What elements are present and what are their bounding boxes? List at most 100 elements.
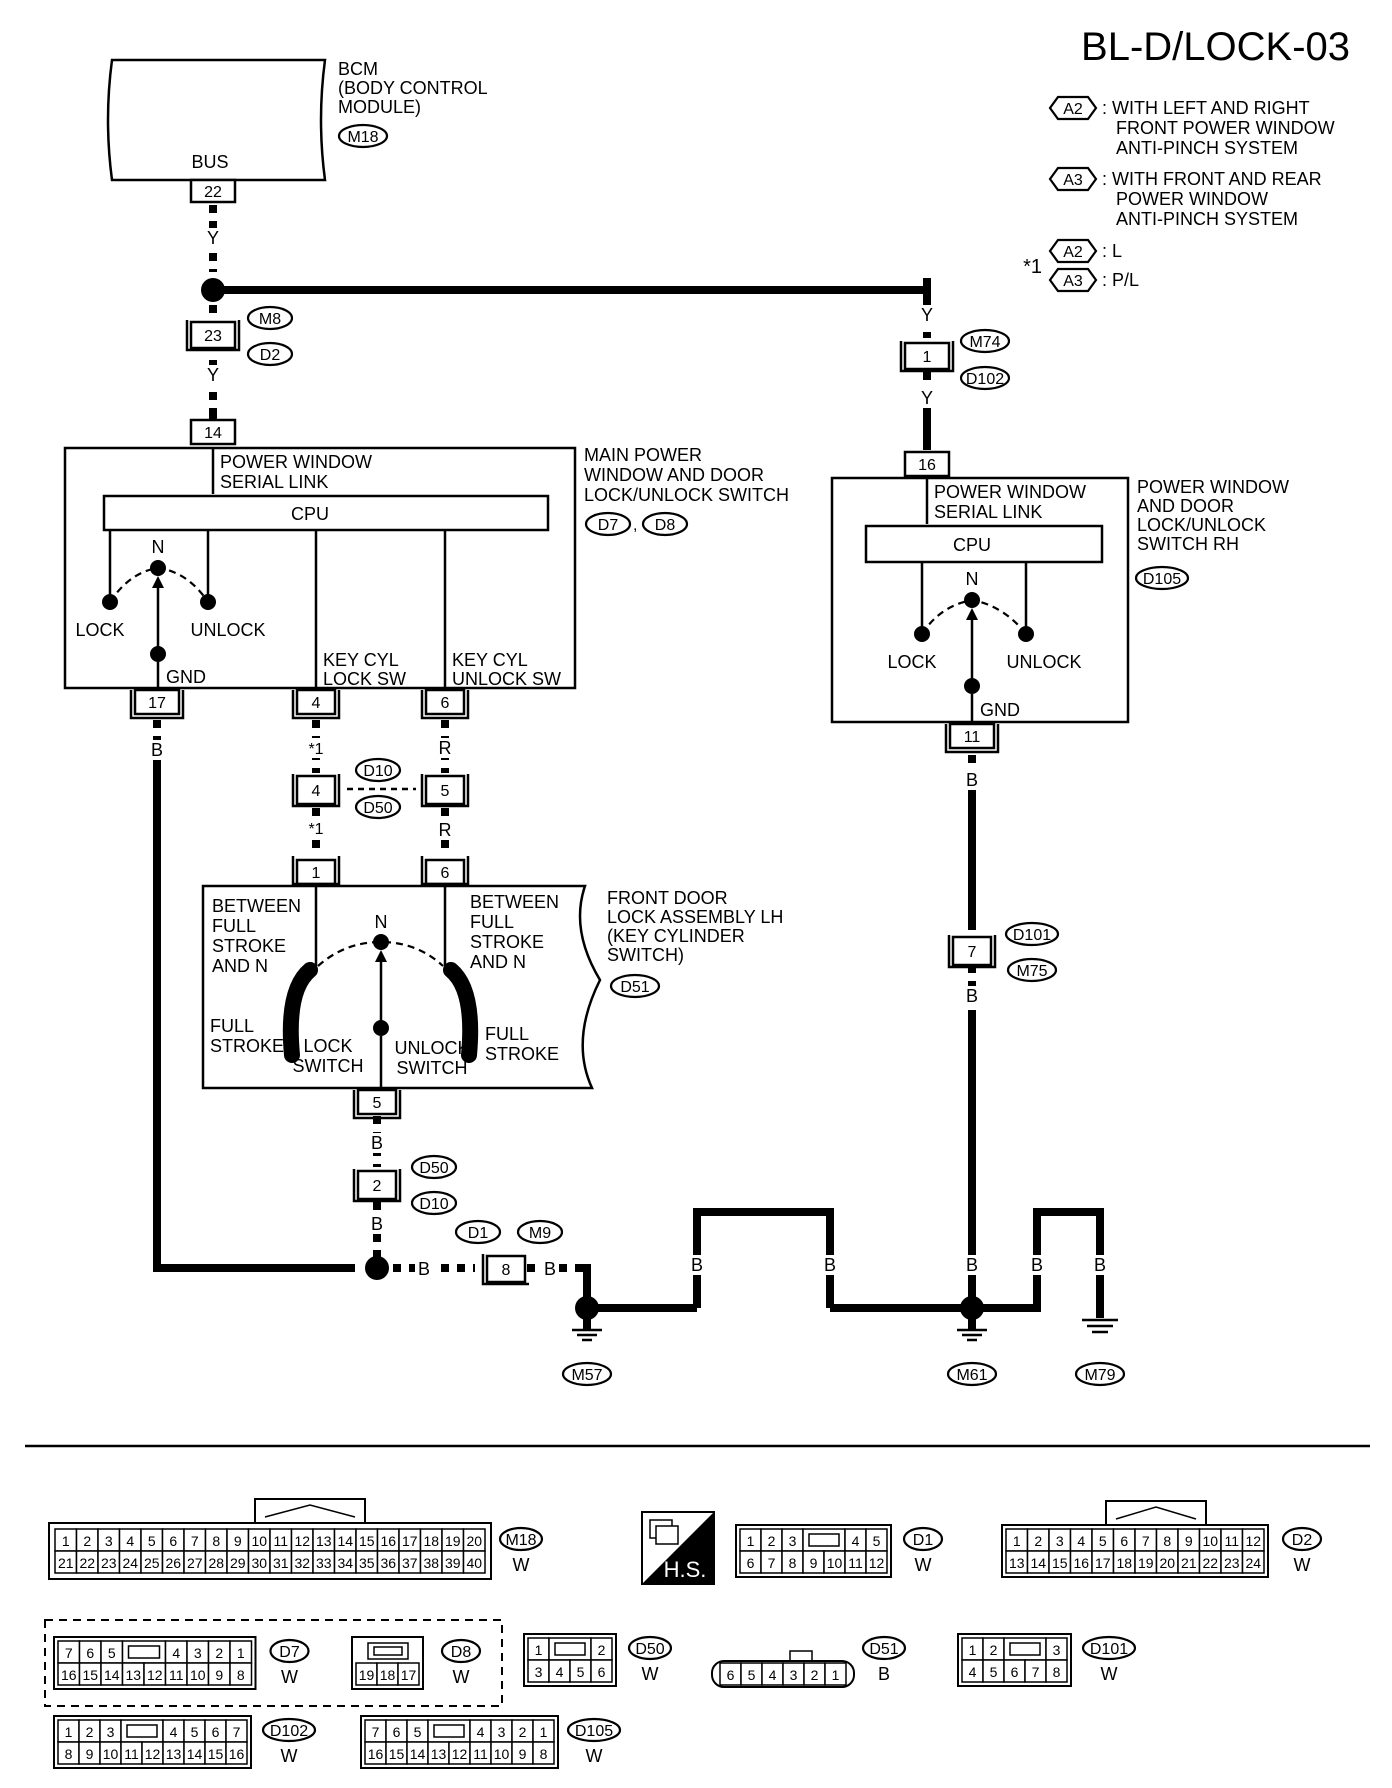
connector-label: D7 (279, 1644, 300, 1661)
joint-7: 7 D101 M75 (947, 921, 1060, 983)
svg-text:R: R (439, 820, 452, 840)
connector-cell: 1 (62, 1533, 70, 1549)
connector-cell: 7 (372, 1724, 380, 1740)
svg-text:B: B (418, 1259, 430, 1279)
svg-text:MAIN POWER: MAIN POWER (584, 445, 702, 465)
connector-color: W (915, 1555, 932, 1575)
connector-cell: 37 (402, 1555, 418, 1571)
svg-text:D8: D8 (655, 517, 676, 534)
connector-cell: 1 (747, 1533, 755, 1549)
svg-text:BETWEEN: BETWEEN (470, 892, 559, 912)
door-lock-assembly: 1 6 N BETWEEN FULL STROKE AND N BETWEEN … (201, 856, 783, 1120)
svg-text:STROKE: STROKE (210, 1036, 284, 1056)
connector-label: D105 (575, 1723, 613, 1740)
svg-text:N: N (966, 569, 979, 589)
svg-text:H.S.: H.S. (664, 1557, 707, 1582)
connector-cell: 2 (768, 1533, 776, 1549)
svg-text:LOCK: LOCK (75, 620, 124, 640)
svg-text:KEY CYL: KEY CYL (452, 650, 528, 670)
svg-text:B: B (1094, 1255, 1106, 1275)
connector-cell: 1 (540, 1724, 548, 1740)
connector-cell: 7 (768, 1555, 776, 1571)
connector-cell: 31 (273, 1555, 289, 1571)
ground-m79: M79 (1074, 1318, 1126, 1387)
svg-text:B: B (371, 1133, 383, 1153)
connector-cell: 2 (990, 1642, 998, 1658)
connector-color: W (586, 1746, 603, 1766)
connector-cell: 15 (1052, 1555, 1068, 1571)
svg-text:WINDOW AND DOOR: WINDOW AND DOOR (584, 465, 764, 485)
svg-text:Y: Y (207, 365, 219, 385)
svg-text:LOCK ASSEMBLY LH: LOCK ASSEMBLY LH (607, 907, 783, 927)
svg-text:POWER WINDOW: POWER WINDOW (934, 482, 1086, 502)
connector-color: W (1294, 1555, 1311, 1575)
connector-cell: 15 (82, 1667, 98, 1683)
wires (153, 205, 1104, 1330)
connector-cell: 4 (1077, 1533, 1085, 1549)
rh-switch: 16 POWER WINDOW SERIAL LINK CPU N LOCK U… (830, 450, 1289, 754)
svg-text:SERIAL LINK: SERIAL LINK (934, 502, 1042, 522)
connector-cell: 13 (1009, 1555, 1025, 1571)
svg-text:UNLOCK: UNLOCK (190, 620, 265, 640)
svg-text:M8: M8 (259, 311, 281, 328)
joint-1-rh: 1 M74 D102 (899, 328, 1011, 391)
connector-cell: 4 (126, 1533, 134, 1549)
svg-text:B: B (966, 770, 978, 790)
connector-cell: 11 (848, 1555, 863, 1571)
connector-cell: 20 (466, 1533, 482, 1549)
connector-color: W (281, 1746, 298, 1766)
connector-cell: 9 (215, 1667, 223, 1683)
svg-text:GND: GND (166, 667, 206, 687)
svg-text:B: B (371, 1214, 383, 1234)
svg-text:UNLOCK: UNLOCK (1006, 652, 1081, 672)
connector-cell: 38 (423, 1555, 439, 1571)
note-mark: *1 (1023, 256, 1042, 278)
connector-cell: 13 (166, 1746, 182, 1762)
svg-text:R: R (439, 738, 452, 758)
connector-cell: 19 (445, 1533, 461, 1549)
connector-cell: 9 (519, 1746, 527, 1762)
connector-label: D101 (1090, 1641, 1128, 1658)
bcm-name-1: BCM (338, 59, 378, 79)
svg-text:1: 1 (923, 349, 932, 366)
connector-label: M18 (505, 1532, 536, 1549)
connector-cell: 16 (380, 1533, 396, 1549)
connector-color: W (281, 1667, 298, 1687)
connector-cell: 24 (122, 1555, 138, 1571)
svg-text:N: N (375, 912, 388, 932)
connector-cell: 16 (61, 1667, 77, 1683)
svg-text:B: B (966, 1255, 978, 1275)
connector-cell: 14 (1030, 1555, 1046, 1571)
connector-cell: 7 (65, 1645, 73, 1661)
svg-text:AND N: AND N (470, 952, 526, 972)
connector-cell: 17 (1095, 1555, 1111, 1571)
note-a2-tag: A2 (1063, 244, 1083, 261)
connector-color: W (453, 1667, 470, 1687)
connector-cell: 8 (1163, 1533, 1171, 1549)
legend-a2-line2: FRONT POWER WINDOW (1116, 118, 1335, 138)
svg-text:B: B (966, 986, 978, 1006)
connector-cell: 9 (234, 1533, 242, 1549)
legend: A2 : WITH LEFT AND RIGHT FRONT POWER WIN… (1023, 95, 1335, 293)
connector-cell: 7 (1032, 1664, 1040, 1680)
joint-23: 23 M8 D2 (185, 305, 294, 367)
connector-cell: 23 (101, 1555, 117, 1571)
connector-cell: 9 (1185, 1533, 1193, 1549)
svg-text:1: 1 (312, 865, 321, 882)
connector-cell: 2 (215, 1645, 223, 1661)
connector-label: D51 (869, 1641, 898, 1658)
svg-text:D10: D10 (363, 763, 392, 780)
connector-cell: 23 (1224, 1555, 1240, 1571)
connector-cell: 5 (191, 1724, 199, 1740)
connector-cell: 11 (1224, 1533, 1239, 1549)
joint-4-5: 4 5 D10 D50 (291, 757, 470, 820)
connector-cell: 6 (598, 1664, 606, 1680)
connector-cell: 10 (251, 1533, 267, 1549)
connector-cell: 10 (190, 1667, 206, 1683)
connector-cell: 4 (172, 1645, 180, 1661)
wire-color-labels: Y Y Y Y B *1 R *1 R B B B B B B B B B B … (148, 228, 1109, 1279)
hs-badge: H.S. (641, 1511, 715, 1585)
connector-cell: 12 (294, 1533, 310, 1549)
svg-text:D50: D50 (363, 800, 392, 817)
svg-text:BETWEEN: BETWEEN (212, 896, 301, 916)
